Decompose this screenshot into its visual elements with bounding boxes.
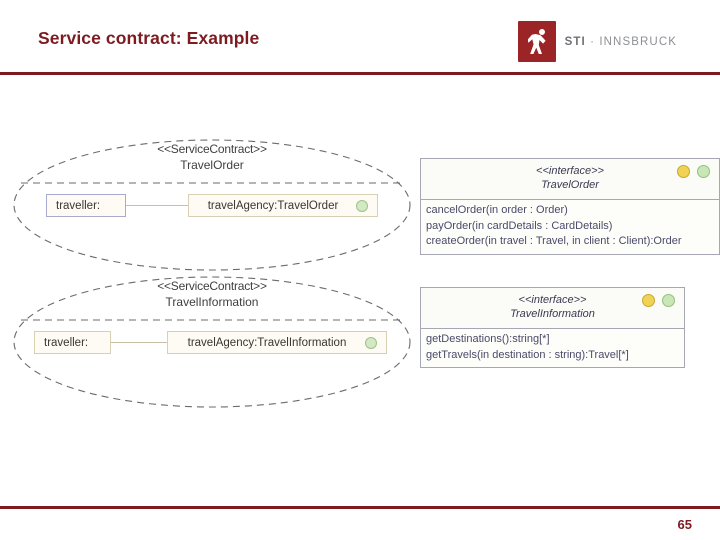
- gold-lamp-icon: [677, 165, 690, 178]
- gold-lamp-icon: [642, 294, 655, 307]
- collaboration-ellipse: [13, 276, 411, 408]
- logo-wordmark: STI · INNSBRUCK: [565, 36, 677, 48]
- provided-interface-ball-icon: [356, 199, 368, 212]
- role-traveller[interactable]: traveller:: [34, 331, 111, 354]
- interface-name: TravelOrder: [541, 179, 599, 192]
- collaboration-travelinformation: <<ServiceContract>> TravelInformation tr…: [12, 275, 412, 410]
- diagram-canvas: <<ServiceContract>> TravelOrder travelle…: [0, 80, 720, 480]
- page-title: Service contract: Example: [38, 28, 260, 48]
- interface-name: TravelInformation: [510, 308, 595, 321]
- operation-row: payOrder(in cardDetails : CardDetails): [426, 219, 613, 232]
- role-travelagency[interactable]: travelAgency:TravelOrder: [188, 194, 378, 217]
- role-connector: [125, 205, 210, 206]
- interface-header: <<interface>> TravelInformation: [421, 288, 684, 329]
- interface-stereotype: <<interface>>: [536, 165, 604, 177]
- green-lamp-icon: [697, 165, 710, 178]
- interface-operations: getDestinations():string[*] getTravels(i…: [421, 329, 684, 368]
- provided-interface-ball-icon: [365, 336, 377, 349]
- page-number: 65: [677, 517, 692, 532]
- role-label: travelAgency:TravelOrder: [207, 199, 339, 212]
- collaboration-travelorder: <<ServiceContract>> TravelOrder travelle…: [12, 138, 412, 273]
- operation-row: getDestinations():string[*]: [426, 332, 550, 345]
- green-lamp-icon: [662, 294, 675, 307]
- logo: STI · INNSBRUCK: [517, 21, 677, 62]
- role-label: traveller:: [44, 336, 89, 349]
- logo-separator: ·: [585, 35, 600, 48]
- role-label: travelAgency:TravelInformation: [187, 336, 347, 349]
- logo-bold-text: STI: [564, 35, 586, 48]
- interface-lamps: [677, 165, 710, 178]
- interface-operations: cancelOrder(in order : Order) payOrder(i…: [421, 200, 719, 255]
- interface-stereotype: <<interface>>: [518, 294, 587, 306]
- operation-row: cancelOrder(in order : Order): [426, 203, 568, 216]
- footer-divider: [0, 506, 720, 509]
- collaboration-ellipse: [13, 139, 411, 271]
- role-travelagency[interactable]: travelAgency:TravelInformation: [167, 331, 387, 354]
- operation-row: getTravels(in destination : string):Trav…: [426, 348, 629, 361]
- role-connector: [110, 342, 180, 343]
- interface-travelinformation[interactable]: <<interface>> TravelInformation getDesti…: [420, 287, 685, 369]
- interface-lamps: [642, 294, 675, 307]
- role-label: traveller:: [56, 199, 101, 212]
- figure-head-icon: [538, 29, 545, 35]
- interface-travelorder[interactable]: <<interface>> TravelOrder cancelOrder(in…: [420, 158, 720, 256]
- role-traveller[interactable]: traveller:: [46, 194, 126, 217]
- operation-row: createOrder(in travel : Travel, in clien…: [426, 235, 682, 248]
- sti-figure-icon: [517, 21, 556, 62]
- interface-header: <<interface>> TravelOrder: [421, 159, 719, 200]
- logo-rest-text: INNSBRUCK: [599, 35, 677, 48]
- figure-body-icon: [527, 34, 546, 54]
- header-divider: [0, 72, 720, 75]
